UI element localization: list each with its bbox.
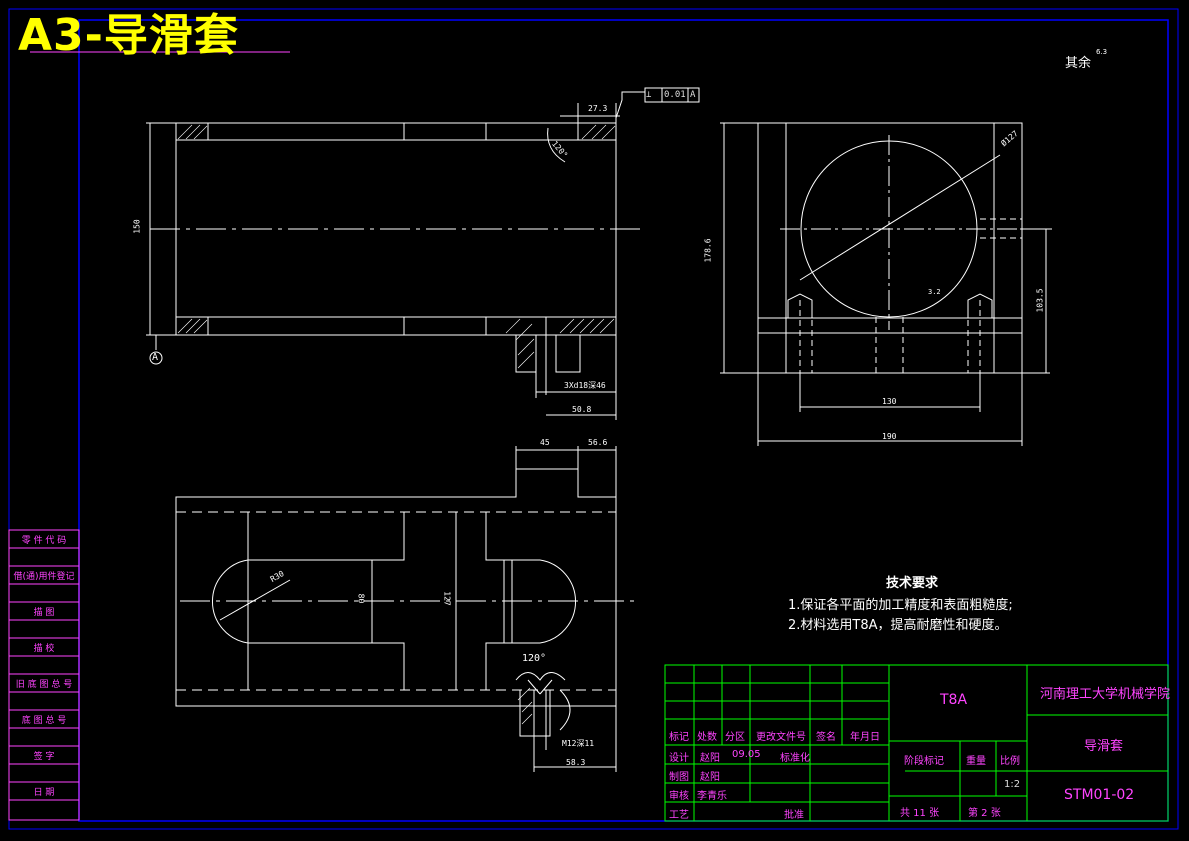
tech-req-heading: 技术要求 <box>886 576 939 591</box>
title-block <box>664 664 1169 822</box>
sheet-number: 第 2 张 <box>968 808 1001 819</box>
header-cell: 更改文件号 <box>756 732 806 743</box>
draw-name: 赵阳 <box>700 772 720 783</box>
dim-thread: M12深11 <box>562 739 595 748</box>
header-cell: 年月日 <box>850 732 880 743</box>
check-label: 审核 <box>669 791 689 802</box>
dim-hole-note: 3Xd18深46 <box>564 381 606 390</box>
outer-frame <box>8 8 1179 830</box>
dim-150: 150 <box>132 219 142 234</box>
material-label: T8A <box>940 692 968 708</box>
roughness-note: 其余 <box>1065 56 1092 71</box>
side-label: 底 图 总 号 <box>21 716 67 726</box>
side-label: 描 校 <box>33 644 55 654</box>
side-label: 描 图 <box>33 608 55 618</box>
dim-56: 56.6 <box>588 438 608 447</box>
sheets-total: 共 11 张 <box>900 808 940 819</box>
approve-label: 批准 <box>784 810 804 821</box>
dim-27: 27.3 <box>588 104 608 113</box>
tolerance-datum: A <box>690 90 696 100</box>
tech-req-item: 1.保证各平面的加工精度和表面粗糙度; <box>788 598 1013 613</box>
view-top <box>175 446 640 772</box>
side-table <box>8 529 80 821</box>
check-name: 李青乐 <box>697 791 727 802</box>
view-side <box>720 122 1052 446</box>
side-label: 签 字 <box>33 752 55 762</box>
school-name: 河南理工大学机械学院 <box>1040 687 1171 702</box>
dim-178: 178.6 <box>703 238 713 263</box>
roughness-value: 6.3 <box>1096 48 1108 56</box>
tolerance-value: 0.01 <box>664 90 686 100</box>
side-label: 借(通)用件登记 <box>13 572 75 582</box>
view-front-section <box>146 87 700 420</box>
header-cell: 分区 <box>725 732 745 743</box>
scale-value: 1:2 <box>1004 779 1021 790</box>
dim-80: 80 <box>356 593 366 604</box>
process-label: 工艺 <box>669 810 689 821</box>
tolerance-symbol: ⊥ <box>646 90 652 100</box>
side-label: 零 件 代 码 <box>21 536 67 546</box>
side-label: 旧 底 图 总 号 <box>15 680 73 690</box>
header-cell: 签名 <box>816 732 836 743</box>
dim-45: 45 <box>540 438 550 447</box>
dim-58: 58.3 <box>566 758 586 767</box>
drawing-title: A3-导滑套 <box>18 10 239 61</box>
dim-angle: 120° <box>522 653 547 664</box>
header-cell: 标记 <box>669 732 689 743</box>
inner-frame <box>78 19 1169 822</box>
dim-190: 190 <box>882 432 897 441</box>
design-name: 赵阳 <box>700 753 720 764</box>
drawing-number: STM01-02 <box>1064 787 1135 803</box>
datum-label: A <box>152 352 159 363</box>
draw-label: 制图 <box>669 772 689 783</box>
header-cell: 处数 <box>697 732 717 743</box>
rough-small: 3.2 <box>928 288 941 296</box>
part-name: 导滑套 <box>1084 739 1124 754</box>
dim-103: 103.5 <box>1035 288 1045 313</box>
design-label: 设计 <box>669 753 689 764</box>
standardize-label: 标准化 <box>780 753 810 764</box>
dim-50: 50.8 <box>572 405 592 414</box>
side-label: 日 期 <box>33 788 55 798</box>
scale-label: 比例 <box>1000 756 1020 767</box>
stage-mark: 阶段标记 <box>904 756 944 767</box>
tech-req-item: 2.材料选用T8A，提高耐磨性和硬度。 <box>788 618 1008 633</box>
dim-130: 130 <box>882 397 897 406</box>
dim-127: 127 <box>442 591 452 606</box>
weight-label: 重量 <box>966 756 986 767</box>
design-date: 09.05 <box>732 749 761 760</box>
